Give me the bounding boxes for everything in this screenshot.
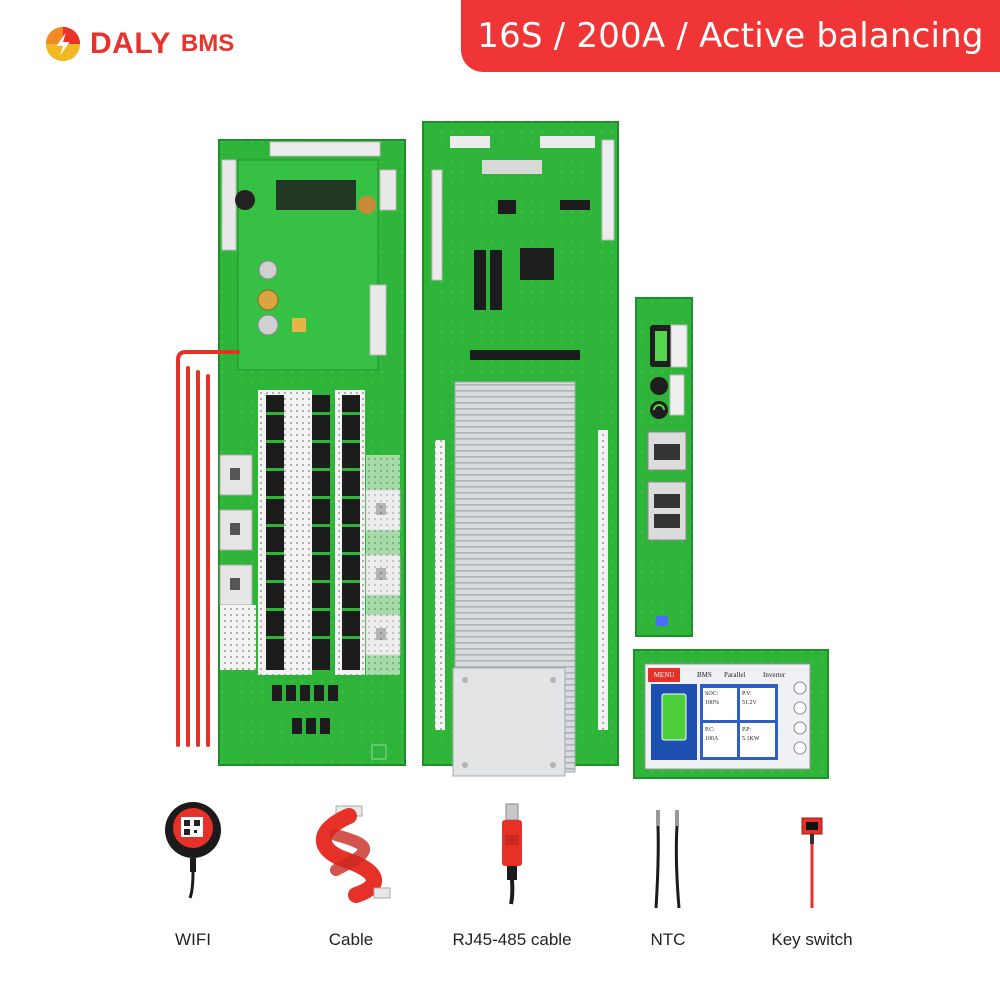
brand-suffix: BMS <box>180 30 235 57</box>
wifi-module-icon <box>165 802 221 899</box>
spec-banner: 16S / 200A / Active balancing <box>461 0 1000 72</box>
display-tab-bms: BMS <box>697 671 712 679</box>
brand-logo: DALY BMS <box>44 24 234 64</box>
accessory-rj45-cable: RJ45-485 cable <box>437 790 587 960</box>
ntc-sensor-icon <box>654 810 681 909</box>
display-cell-label: P.P: <box>742 727 752 733</box>
display-cell-label: P.V: <box>742 691 752 697</box>
display-cell-value: 100% <box>705 700 719 706</box>
accessory-label: NTC <box>650 930 686 949</box>
accessory-ntc: NTC <box>593 790 743 960</box>
display-tab-parallel: Parallel <box>724 671 746 679</box>
display-cell-label: SOC: <box>705 691 719 697</box>
display-cell-value: 51.2V <box>742 700 757 706</box>
accessory-label: Cable <box>328 930 374 949</box>
control-board <box>422 121 619 777</box>
display-cell-current: P.C: 100A <box>705 726 737 744</box>
ribbon-cable-icon <box>315 805 391 903</box>
key-switch-icon <box>801 817 823 908</box>
communication-board <box>635 297 693 637</box>
accessory-label: Key switch <box>771 930 853 949</box>
bms-boards-illustration <box>176 121 829 779</box>
display-tab-inverter: Inverter <box>763 671 786 679</box>
display-cell-power: P.P: 5.1KW <box>742 726 775 744</box>
main-power-board <box>218 139 406 766</box>
display-cell-label: P.C: <box>705 727 715 733</box>
red-balance-wires <box>176 350 240 747</box>
display-cell-soc: SOC: 100% <box>705 690 737 708</box>
display-cell-value: 5.1KW <box>742 736 760 742</box>
accessory-label: RJ45-485 cable <box>452 930 572 949</box>
display-board <box>633 649 829 779</box>
usb-cable-icon <box>502 803 522 905</box>
display-cell-value: 100A <box>705 736 719 742</box>
accessory-label: WIFI <box>175 930 211 949</box>
daly-logo-icon <box>45 26 81 62</box>
spec-banner-text: 16S / 200A / Active balancing <box>477 16 984 56</box>
display-cell-voltage: P.V: 51.2V <box>742 690 775 708</box>
accessory-wifi: WIFI <box>118 790 268 960</box>
display-screen: MENU BMS Parallel Inverter SOC: 100% P.V… <box>645 664 810 769</box>
brand-name: DALY <box>90 27 171 60</box>
accessory-cable: Cable <box>276 790 426 960</box>
accessory-key-switch: Key switch <box>737 790 887 960</box>
display-tab-menu: MENU <box>653 671 675 679</box>
